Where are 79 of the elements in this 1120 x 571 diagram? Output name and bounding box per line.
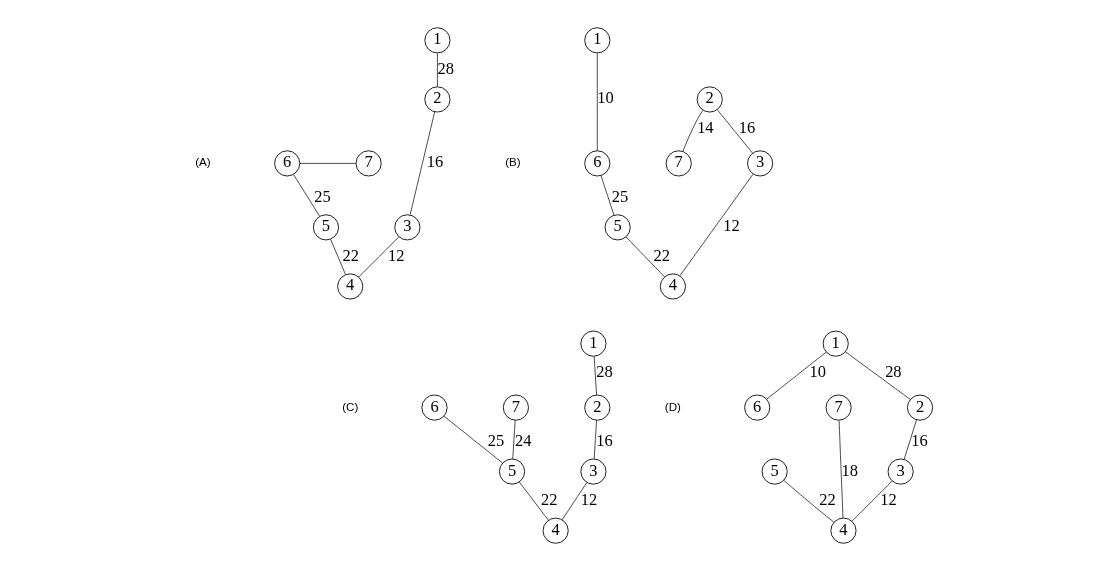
node-circle: 4: [830, 517, 857, 544]
connector: [679, 173, 754, 277]
connector: [766, 351, 827, 400]
node-circle: 7: [355, 150, 382, 177]
edge-label: 16: [596, 430, 613, 450]
connector: [330, 238, 346, 275]
connector: [512, 419, 516, 460]
label: (C): [342, 399, 359, 413]
node-circle: 1: [584, 27, 611, 54]
node-circle: 3: [887, 458, 914, 485]
node-circle: 2: [907, 394, 934, 421]
connector: [844, 351, 911, 400]
node-circle: 6: [421, 394, 448, 421]
connector: [293, 174, 321, 217]
connector: [838, 420, 844, 519]
node-circle: 6: [274, 150, 301, 177]
edge-label: 22: [653, 245, 670, 265]
edge-label: 28: [596, 362, 613, 382]
node-circle: 5: [499, 458, 526, 485]
edge-label: 16: [426, 152, 444, 172]
node-circle: 4: [659, 273, 686, 300]
connector: [561, 482, 588, 521]
connector: [851, 480, 893, 522]
node-circle: 3: [394, 214, 421, 241]
edge-label: 10: [809, 362, 827, 382]
connector: [682, 110, 704, 152]
edge-label: 25: [314, 186, 331, 206]
connector: [903, 419, 917, 460]
edge-label: 22: [819, 490, 836, 510]
edge-label: 10: [597, 88, 614, 108]
edge-label: 22: [541, 490, 558, 510]
node-circle: 6: [744, 394, 771, 421]
node-circle: 1: [822, 330, 849, 357]
node-circle: 7: [665, 150, 692, 177]
edge-label: 12: [723, 216, 740, 236]
label: (D): [664, 399, 681, 413]
connector: [409, 111, 436, 216]
edge-label: 25: [611, 186, 629, 206]
node-circle: 4: [337, 273, 364, 300]
node-circle: 3: [747, 150, 774, 177]
node-circle: 7: [825, 394, 852, 421]
connector: [436, 52, 438, 88]
node-circle: 1: [580, 330, 607, 357]
label: (A): [195, 155, 211, 169]
node-circle: 7: [502, 394, 529, 421]
node-circle: 2: [584, 394, 611, 421]
label: (B): [505, 155, 521, 169]
edge-label: 16: [738, 117, 756, 137]
edge-label: 12: [387, 245, 405, 265]
node-circle: 3: [580, 458, 607, 485]
edge-label: 16: [911, 430, 928, 450]
node-circle: 1: [424, 27, 451, 54]
edge-label: 12: [880, 490, 897, 510]
connector: [358, 236, 400, 278]
edge-label: 12: [580, 490, 598, 510]
node-circle: 2: [696, 86, 723, 113]
edge-label: 28: [437, 58, 454, 78]
node-circle: 5: [761, 458, 788, 485]
connector: [783, 480, 835, 523]
node-circle: 5: [604, 214, 631, 241]
node-circle: 4: [542, 517, 569, 544]
edge-label: 22: [342, 245, 359, 265]
connector: [593, 355, 597, 396]
edge-label: 24: [514, 430, 532, 450]
connector: [625, 236, 665, 278]
connector: [596, 52, 598, 152]
connector: [443, 415, 503, 464]
node-circle: 6: [584, 150, 611, 177]
node-circle: 2: [424, 86, 451, 113]
edge-label: 25: [487, 430, 505, 450]
connector: [299, 162, 357, 164]
node-circle: 5: [312, 214, 339, 241]
connector: [593, 419, 597, 460]
edge-label: 18: [841, 460, 858, 480]
edge-label: 28: [885, 362, 902, 382]
connector: [600, 175, 615, 216]
edge-label: 14: [697, 117, 714, 137]
connector: [518, 481, 549, 521]
connector: [716, 109, 753, 154]
